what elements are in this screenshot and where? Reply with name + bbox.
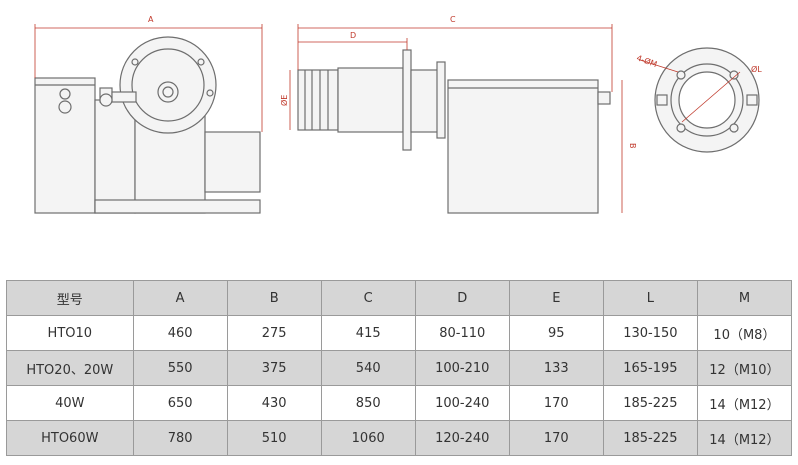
- table-cell: HTO20、20W: [6, 350, 134, 386]
- dim-label-d: D: [350, 31, 356, 40]
- table-cell: 170: [508, 385, 604, 421]
- table-cell: 185-225: [602, 385, 698, 421]
- dim-label-a: A: [148, 15, 154, 24]
- table-cell: 12（M10）: [696, 350, 793, 386]
- table-cell: HTO60W: [6, 420, 134, 456]
- dim-label-c: C: [450, 15, 456, 24]
- table-cell: 100-240: [414, 385, 510, 421]
- table-cell: HTO10: [6, 315, 134, 351]
- front-view: [297, 49, 611, 214]
- header-m: M: [696, 280, 793, 316]
- table-cell: 40W: [6, 385, 134, 421]
- table-cell: 510: [226, 420, 322, 456]
- table-cell: 415: [320, 315, 416, 351]
- table-cell: 170: [508, 420, 604, 456]
- header-b: B: [226, 280, 322, 316]
- side-view: [34, 36, 261, 214]
- dim-label-m: 4-ØM: [635, 52, 658, 69]
- table-cell: 540: [320, 350, 416, 386]
- dim-label-e: ØE: [279, 95, 289, 106]
- table-cell: 14（M12）: [696, 420, 793, 456]
- burner-technical-drawing: A C D ØE B ØL 4-ØM: [34, 15, 762, 214]
- table-cell: 375: [226, 350, 322, 386]
- table-cell: 10（M8）: [696, 315, 793, 351]
- table-cell: 165-195: [602, 350, 698, 386]
- table-row: HTO60W 780 510 1060 120-240 170 185-225 …: [6, 420, 793, 456]
- table-row: HTO10 460 275 415 80-110 95 130-150 10（M…: [6, 315, 793, 351]
- table-cell: 14（M12）: [696, 385, 793, 421]
- table-cell: 780: [132, 420, 228, 456]
- table-cell: 550: [132, 350, 228, 386]
- table-cell: 100-210: [414, 350, 510, 386]
- table-row: HTO20、20W 550 375 540 100-210 133 165-19…: [6, 350, 793, 386]
- table-cell: 430: [226, 385, 322, 421]
- table-cell: 80-110: [414, 315, 510, 351]
- spec-table: 型号 A B C D E L M HTO10 460 275 415 80-11…: [6, 280, 793, 456]
- header-d: D: [414, 280, 510, 316]
- table-cell: 95: [508, 315, 604, 351]
- table-header-row: 型号 A B C D E L M: [6, 280, 793, 316]
- table-row: 40W 650 430 850 100-240 170 185-225 14（M…: [6, 385, 793, 421]
- table-cell: 460: [132, 315, 228, 351]
- header-e: E: [508, 280, 604, 316]
- table-cell: 650: [132, 385, 228, 421]
- dim-label-l: ØL: [751, 64, 762, 74]
- table-cell: 185-225: [602, 420, 698, 456]
- header-model: 型号: [6, 280, 134, 316]
- table-cell: 120-240: [414, 420, 510, 456]
- header-l: L: [602, 280, 698, 316]
- table-cell: 1060: [320, 420, 416, 456]
- table-cell: 850: [320, 385, 416, 421]
- dim-label-b: B: [628, 143, 637, 149]
- table-cell: 275: [226, 315, 322, 351]
- header-c: C: [320, 280, 416, 316]
- table-cell: 130-150: [602, 315, 698, 351]
- header-a: A: [132, 280, 228, 316]
- table-cell: 133: [508, 350, 604, 386]
